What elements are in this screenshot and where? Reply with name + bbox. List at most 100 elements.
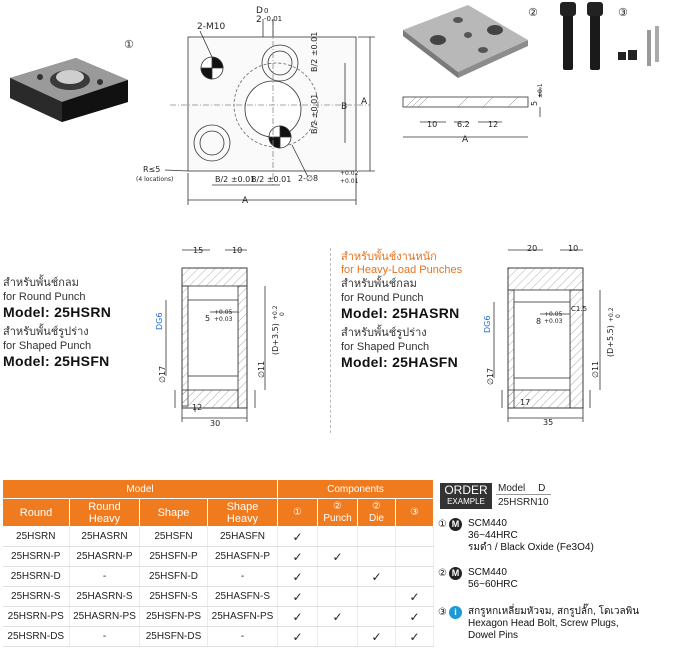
s1-tol-p02: +0.2 xyxy=(272,305,279,320)
dim-b2-3: B/2 ±0.01 xyxy=(215,175,256,184)
dim-5: 5 xyxy=(530,100,539,106)
s1-tol-0: 0 xyxy=(279,312,286,316)
table-cell-empty xyxy=(317,566,358,587)
material-line: สกรูหกเหลี่ยมหัวจม, สกรูปลั๊ก, โดเวลพิน xyxy=(468,606,640,617)
table-cell: - xyxy=(207,626,278,647)
table-cell: - xyxy=(207,566,278,587)
check-icon: ✓ xyxy=(277,546,318,567)
s2-d11: ∅11 xyxy=(591,360,600,378)
s2-dg6: DG6 xyxy=(483,315,492,333)
block-3d-image xyxy=(10,58,128,122)
dim-a-vert: A xyxy=(361,97,368,107)
s2-tol-p005: +0.05 xyxy=(544,311,563,318)
divider xyxy=(330,248,331,433)
section-drawing-2 xyxy=(493,249,601,422)
dim-2m10: 2-M10 xyxy=(197,22,226,32)
s1-d11: ∅11 xyxy=(257,360,266,378)
check-icon: ✓ xyxy=(317,546,358,567)
order-col-d: D xyxy=(534,483,551,495)
dim-pin: 2-∅8 xyxy=(298,174,319,183)
table-header-line: Heavy xyxy=(88,512,121,525)
tol-p001: +0.01 xyxy=(340,178,359,185)
table-header-line: Die xyxy=(368,512,384,524)
callout-1: ① xyxy=(124,39,134,51)
material-line: Hexagon Head Bolt, Screw Plugs, xyxy=(468,618,619,629)
dim-b: B xyxy=(341,102,348,112)
s1-30: 30 xyxy=(210,419,221,428)
material-line: 56~60HRC xyxy=(468,579,518,590)
table-header-0: Round xyxy=(2,498,70,527)
table-cell: 25HSRN-DS xyxy=(2,626,70,647)
dim-4loc: (4 locations) xyxy=(136,176,174,183)
s2-tol-p003: +0.03 xyxy=(544,318,563,325)
table-cell: 25HSFN-P xyxy=(139,546,208,567)
check-icon: ✓ xyxy=(357,626,396,647)
dim-12-plate: 12 xyxy=(488,120,499,129)
table-header-line: Shape xyxy=(157,506,190,519)
table-header-line: Punch xyxy=(323,512,352,524)
dim-b2-1: B/2 ±0.01 xyxy=(310,31,319,72)
check-icon: ✓ xyxy=(277,566,318,587)
check-icon: ✓ xyxy=(395,626,434,647)
table-header-line: Round xyxy=(88,500,121,513)
s2-10: 10 xyxy=(568,244,579,253)
table-cell-empty xyxy=(317,586,358,607)
callout-3: ③ xyxy=(618,7,628,19)
s1-dg6: DG6 xyxy=(155,312,164,330)
en-round-r: for Round Punch xyxy=(341,292,424,304)
table-header-line: Heavy xyxy=(226,512,259,525)
thai-round: สำหรับพั้นช์กลม xyxy=(3,277,79,289)
check-icon: ✓ xyxy=(277,526,318,547)
table-cell: 25HASRN-PS xyxy=(69,606,140,627)
s2-d17: ∅17 xyxy=(486,367,495,385)
thai-shaped-r: สำหรับพั้นช์รูปร่าง xyxy=(341,327,427,339)
check-icon: ✓ xyxy=(277,626,318,647)
thai-shaped: สำหรับพั้นช์รูปร่าง xyxy=(3,326,89,338)
table-cell-empty xyxy=(357,606,396,627)
table-cell: 25HASFN xyxy=(207,526,278,547)
th-model-group: Model xyxy=(2,479,278,499)
s1-d35: (D+3.5) xyxy=(271,323,280,355)
info-icon: i xyxy=(448,606,462,619)
model-25hasrn: Model: 25HASRN xyxy=(341,305,460,321)
table-cell: 25HSRN xyxy=(2,526,70,547)
table-cell: 25HSFN-DS xyxy=(139,626,208,647)
check-icon: ✓ xyxy=(317,606,358,627)
material-line: รมดำ / Black Oxide (Fe3O4) xyxy=(468,542,594,553)
left-labels: สำหรับพั้นช์กลม for Round Punch Model: 2… xyxy=(3,276,111,370)
table-cell-empty xyxy=(317,626,358,647)
en-round: for Round Punch xyxy=(3,291,86,303)
check-icon: ✓ xyxy=(395,586,434,607)
table-header-4: ① xyxy=(277,498,318,527)
check-icon: ✓ xyxy=(277,606,318,627)
table-cell-empty xyxy=(395,526,434,547)
th-components-group: Components xyxy=(277,479,434,499)
table-header-line: Shape xyxy=(226,500,259,513)
table-row: 25HSRN-D-25HSFN-D-✓✓ xyxy=(2,566,434,587)
plate-section-drawing xyxy=(402,87,541,138)
s1-5: 5 xyxy=(205,314,211,323)
table-cell: 25HASFN-S xyxy=(207,586,278,607)
check-icon: ✓ xyxy=(395,606,434,627)
heavy-thai: สำหรับพั้นช์งานหนัก xyxy=(341,251,437,263)
order-title: ORDER xyxy=(444,483,488,497)
fasteners-image xyxy=(560,2,659,70)
table-cell-empty xyxy=(357,546,396,567)
dim-62: 6.2 xyxy=(457,120,470,129)
table-header-line: ① xyxy=(293,506,302,518)
table-cell: 25HSFN-D xyxy=(139,566,208,587)
s1-15: 15 xyxy=(193,246,204,255)
dim-a-horiz: A xyxy=(242,196,249,206)
table-cell: 25HASRN xyxy=(69,526,140,547)
s1-d17: ∅17 xyxy=(158,365,167,383)
table-cell-empty xyxy=(357,586,396,607)
order-example: ORDER EXAMPLE Model D 25HSRN10 xyxy=(440,483,551,510)
